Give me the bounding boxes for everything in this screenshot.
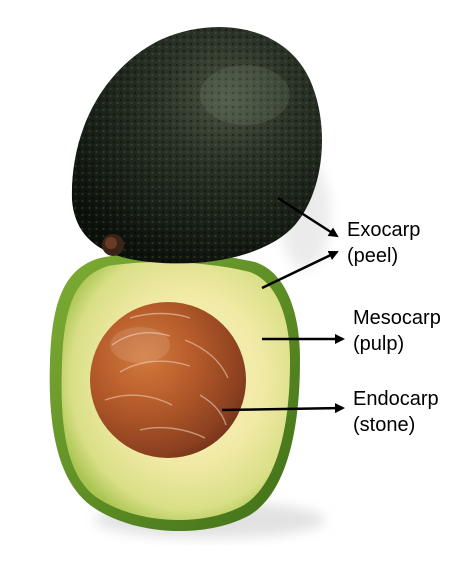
peel-highlight — [200, 65, 290, 125]
label-endocarp: Endocarp (stone) — [353, 386, 439, 438]
stone-highlight — [110, 327, 170, 363]
label-endocarp-name: Endocarp — [353, 386, 439, 412]
label-mesocarp: Mesocarp (pulp) — [353, 305, 441, 357]
stem-scar-center — [105, 237, 117, 249]
label-exocarp-name: Exocarp — [347, 217, 420, 243]
label-exocarp-common: (peel) — [347, 243, 420, 269]
peel-texture — [72, 27, 322, 263]
label-endocarp-common: (stone) — [353, 412, 439, 438]
endocarp-stone — [90, 302, 246, 458]
label-exocarp: Exocarp (peel) — [347, 217, 420, 269]
label-mesocarp-common: (pulp) — [353, 331, 441, 357]
label-mesocarp-name: Mesocarp — [353, 305, 441, 331]
